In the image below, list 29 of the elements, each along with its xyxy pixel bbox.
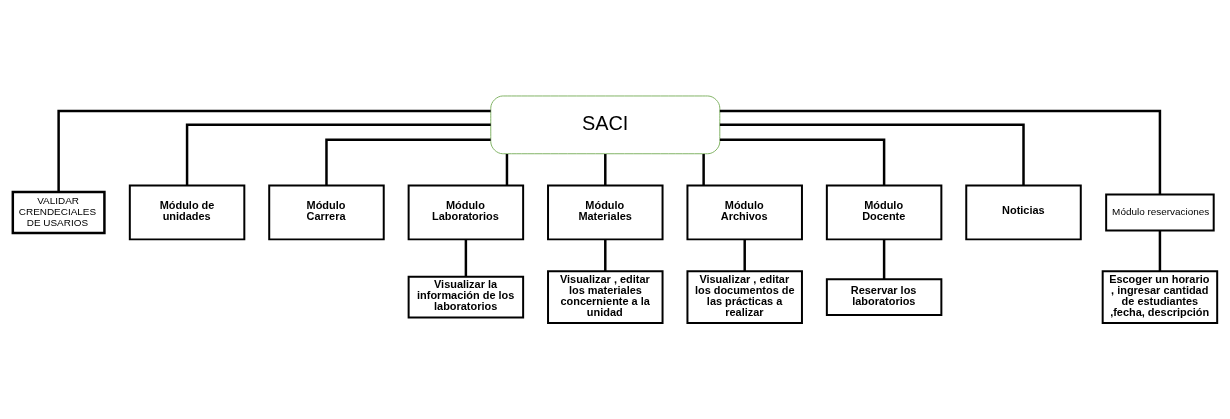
- node-box: Visualizar , editar los documentos de las prácticas a realizar: [686, 270, 803, 324]
- node-box: Módulo reservaciones: [1105, 193, 1215, 232]
- connector: [719, 138, 886, 186]
- connector: [505, 154, 509, 186]
- connector: [604, 239, 607, 272]
- connector: [464, 239, 468, 277]
- connector: [604, 154, 607, 186]
- connector: [1158, 230, 1162, 272]
- node-box: Visualizar la información de los laboratorios: [407, 275, 525, 319]
- node-box: Reservar los laboratorios: [825, 278, 943, 317]
- connector: [719, 109, 1162, 195]
- connector: [719, 123, 1025, 186]
- node-box: Módulo Archivos: [686, 184, 803, 241]
- connector: [325, 138, 491, 186]
- node-box: Visualizar , editar los materiales concerniente a la unidad: [547, 270, 664, 324]
- node-box: Módulo Materiales: [547, 184, 664, 241]
- node-box: Módulo Carrera: [268, 184, 385, 241]
- connector: [702, 154, 705, 186]
- node-box: Escoger un horario , ingresar cantidad de estudiantes ,fecha, descripción: [1101, 270, 1219, 324]
- connector: [57, 109, 491, 192]
- node-box: Módulo Docente: [825, 184, 943, 241]
- connector: [185, 123, 491, 186]
- connector: [882, 239, 886, 279]
- node-box: Módulo de unidades: [128, 184, 246, 241]
- node-box: VALIDAR CRENDECIALES DE USARIOS: [11, 190, 106, 235]
- node-box: SACI: [490, 95, 721, 155]
- node-box: Módulo Laboratorios: [407, 184, 525, 241]
- node-box: Noticias: [965, 184, 1082, 241]
- connector: [743, 239, 746, 272]
